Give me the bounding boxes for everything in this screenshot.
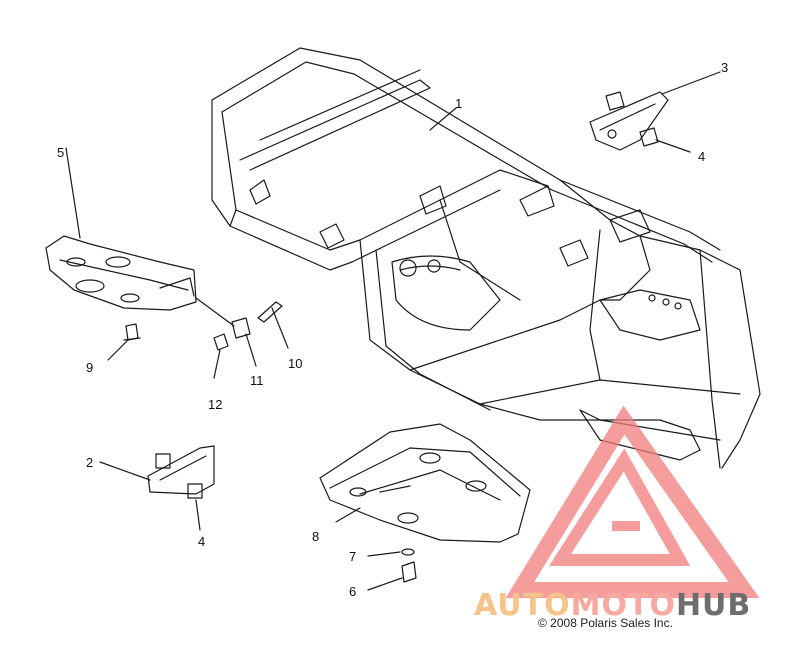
copyright-notice: © 2008 Polaris Sales Inc. (538, 616, 673, 630)
callout-12: 12 (208, 397, 223, 412)
hardware-small (107, 297, 289, 379)
fasteners-6-7 (367, 548, 417, 591)
callout-3: 3 (721, 60, 729, 75)
callout-6: 6 (349, 584, 357, 599)
callout-11: 11 (250, 373, 264, 388)
callout-4-bottom: 4 (198, 534, 206, 549)
skid-plate-part-5 (45, 147, 197, 311)
callout-1: 1 (455, 96, 463, 111)
leader-part-1 (429, 107, 457, 131)
bracket-part-2 (99, 445, 215, 531)
bracket-part-3 (589, 71, 721, 153)
watermark-logo-triangle (505, 405, 760, 598)
skid-plate-part-8 (319, 423, 531, 543)
callout-7: 7 (349, 549, 357, 564)
watermark-auto: AUTO (474, 588, 571, 623)
callout-10: 10 (288, 356, 303, 371)
callout-2: 2 (86, 455, 94, 470)
callout-9: 9 (86, 360, 94, 375)
callout-5: 5 (57, 145, 65, 160)
watermark-hub: HUB (675, 588, 752, 623)
callout-4-top: 4 (698, 149, 706, 164)
watermark-logo-text: AUTOMOTOHUB (474, 588, 751, 623)
callout-8: 8 (312, 529, 320, 544)
watermark-moto: MOTO (570, 588, 676, 623)
main-frame (211, 47, 761, 469)
